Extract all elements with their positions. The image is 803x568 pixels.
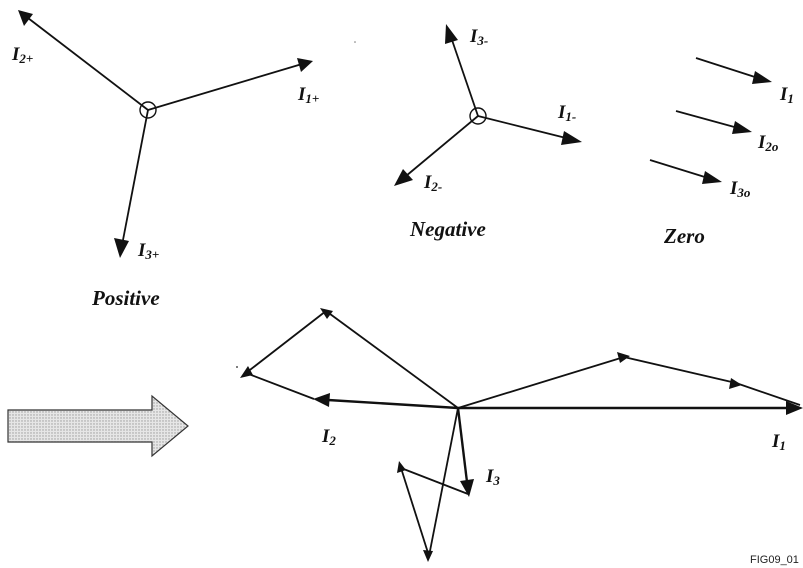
positive-caption: Positive [91, 286, 160, 310]
combined-i3-component-1 [428, 407, 459, 557]
combined-phasors-group: I1 I2 I3 [240, 308, 803, 562]
negative-origin-marker [469, 107, 487, 125]
combined-i1-component-2 [623, 356, 737, 384]
combined-i1-component-1 [457, 356, 625, 409]
combined-i1-component-1-arrowhead [617, 352, 630, 363]
zero-i3-arrowhead [702, 171, 722, 184]
combined-i2-component-1-arrowhead [320, 308, 333, 319]
negative-i3-label: I3- [469, 26, 488, 48]
negative-i2-arrowhead [394, 169, 413, 186]
zero-i3-vector [649, 159, 709, 179]
zero-i2-vector [675, 110, 739, 129]
positive-i1-arrowhead [297, 58, 313, 72]
zero-sequence-group: I1 I2o I3o Zero [649, 57, 794, 248]
combined-i1-component-3 [735, 382, 801, 406]
negative-i2-vector [405, 115, 479, 177]
combined-i3-component-2-arrowhead [397, 461, 406, 473]
combined-i1-arrowhead [786, 401, 803, 415]
negative-sequence-group: I1- I3- I2- Negative [394, 24, 582, 241]
combined-i3-component-2 [400, 467, 430, 557]
combined-i3-component-3 [400, 467, 469, 495]
negative-i3-vector [451, 39, 479, 117]
negative-i2-label: I2- [423, 172, 442, 194]
positive-i3-arrowhead [114, 238, 129, 258]
combination-arrow [7, 394, 189, 458]
scan-speck [236, 366, 238, 368]
zero-i1-vector [695, 57, 759, 79]
zero-i1-label: I1 [779, 84, 794, 106]
zero-i1-arrowhead [752, 71, 772, 84]
combined-i2-arrowhead [313, 393, 330, 407]
combined-i2-label: I2 [321, 426, 336, 448]
positive-i2-vector [27, 17, 149, 111]
positive-i2-label: I2+ [11, 44, 33, 66]
positive-i3-label: I3+ [137, 240, 159, 262]
zero-i3-label: I3o [729, 178, 751, 200]
combined-i2-vector [327, 398, 459, 410]
combined-i3-vector [456, 407, 469, 483]
scan-speck [354, 41, 356, 43]
negative-i1-vector [477, 115, 567, 139]
positive-i1-label: I1+ [297, 84, 319, 106]
zero-i2-label: I2o [757, 132, 779, 154]
positive-i2-arrowhead [18, 10, 33, 26]
negative-i3-arrowhead [445, 24, 458, 44]
positive-sequence-group: I1+ I2+ I3+ Positive [11, 10, 319, 310]
combined-i2-component-2 [245, 310, 327, 374]
zero-i2-arrowhead [732, 121, 752, 134]
combined-i1-label: I1 [771, 431, 786, 453]
negative-i1-label: I1- [557, 102, 576, 124]
negative-i1-arrowhead [561, 131, 582, 145]
combined-i2-component-1 [325, 310, 459, 409]
positive-origin-marker [139, 101, 157, 119]
positive-i3-vector [122, 109, 149, 241]
combined-i2-component-2-arrowhead [240, 366, 253, 378]
figure-id: FIG09_01 [750, 554, 799, 566]
combined-i3-component-1-arrowhead [423, 550, 433, 562]
combined-i3-label: I3 [485, 466, 500, 488]
combined-i2-component-3 [245, 372, 315, 400]
negative-caption: Negative [409, 217, 486, 241]
positive-i1-vector [147, 63, 303, 111]
combined-i1-component-2-arrowhead [729, 378, 742, 389]
combined-i3-arrowhead [460, 479, 474, 497]
zero-caption: Zero [663, 224, 705, 248]
